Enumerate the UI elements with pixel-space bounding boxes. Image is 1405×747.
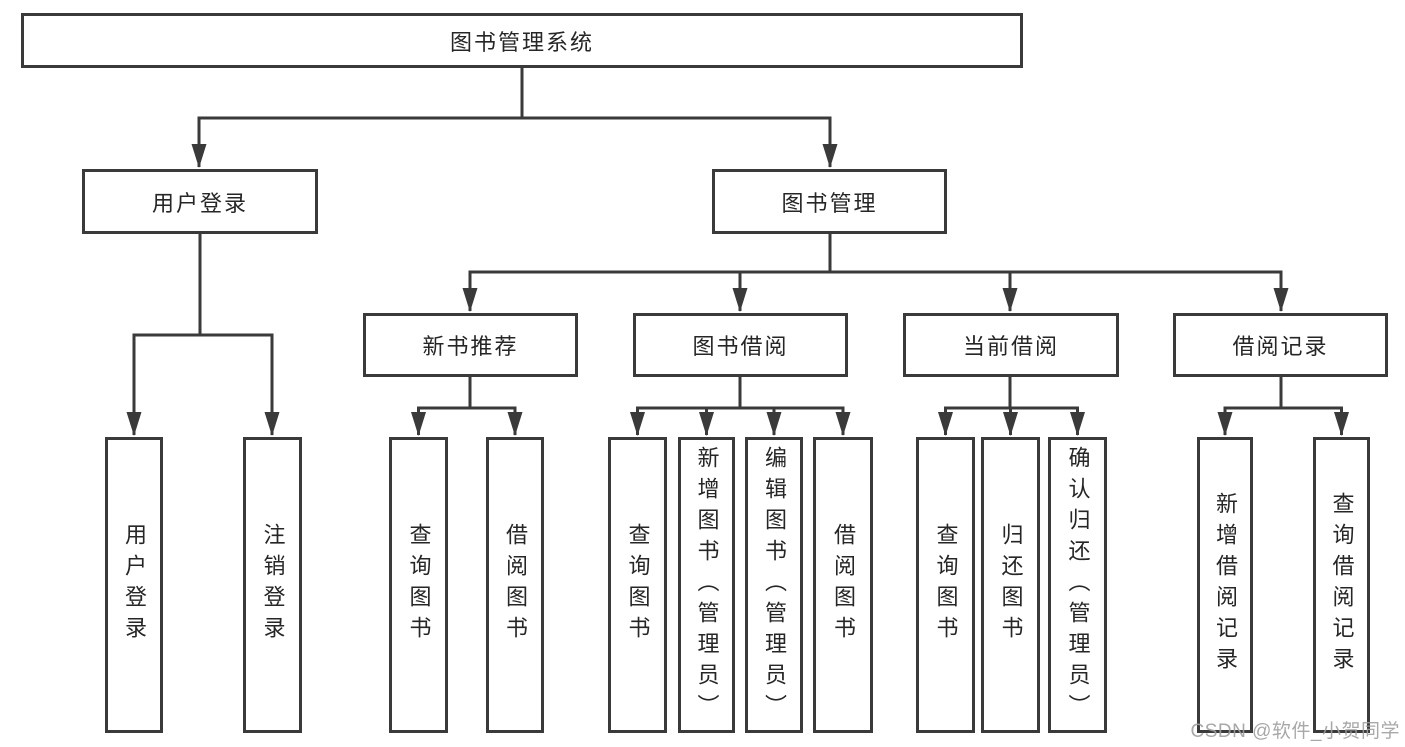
leaf-query-books-recommend: 查询图书 [389,437,448,733]
node-new-book-recommend: 新书推荐 [363,313,578,377]
leaf-add-books-admin: 新增图书（管理员） [678,437,735,733]
leaf-query-books-borrowing: 查询图书 [608,437,667,733]
node-book-borrowing: 图书借阅 [633,313,848,377]
leaf-return-books: 归还图书 [981,437,1040,733]
leaf-label: 借阅图书 [831,523,856,647]
leaf-label: 归还图书 [998,523,1024,647]
leaf-label: 用户登录 [122,523,147,647]
leaf-confirm-return-admin: 确认归还（管理员） [1048,437,1107,733]
leaf-label: 新增图书（管理员） [694,445,720,725]
leaf-query-books-current: 查询图书 [916,437,975,733]
node-borrow-records: 借阅记录 [1173,313,1388,377]
leaf-borrow-books-borrowing: 借阅图书 [813,437,873,733]
leaf-query-borrow-record: 查询借阅记录 [1313,437,1370,733]
leaf-label: 注销登录 [260,523,286,647]
leaf-label: 确认归还（管理员） [1065,445,1091,725]
node-current-borrowing: 当前借阅 [903,313,1119,377]
node-user-login-branch: 用户登录 [82,169,318,234]
node-book-management: 图书管理 [712,169,947,234]
leaf-user-login: 用户登录 [105,437,163,733]
leaf-label: 借阅图书 [503,523,528,647]
csdn-watermark: CSDN @软件_小贺同学 [1190,721,1400,742]
leaf-add-borrow-record: 新增借阅记录 [1197,437,1253,733]
leaf-logout: 注销登录 [243,437,302,733]
node-library-system: 图书管理系统 [21,13,1023,68]
leaf-borrow-books-recommend: 借阅图书 [486,437,544,733]
leaf-label: 新增借阅记录 [1213,492,1238,678]
leaf-edit-books-admin: 编辑图书（管理员） [745,437,803,733]
leaf-label: 查询图书 [625,523,651,647]
leaf-label: 查询图书 [933,523,959,647]
leaf-label: 编辑图书（管理员） [762,445,787,725]
leaf-label: 查询借阅记录 [1329,492,1355,678]
leaf-label: 查询图书 [406,523,432,647]
